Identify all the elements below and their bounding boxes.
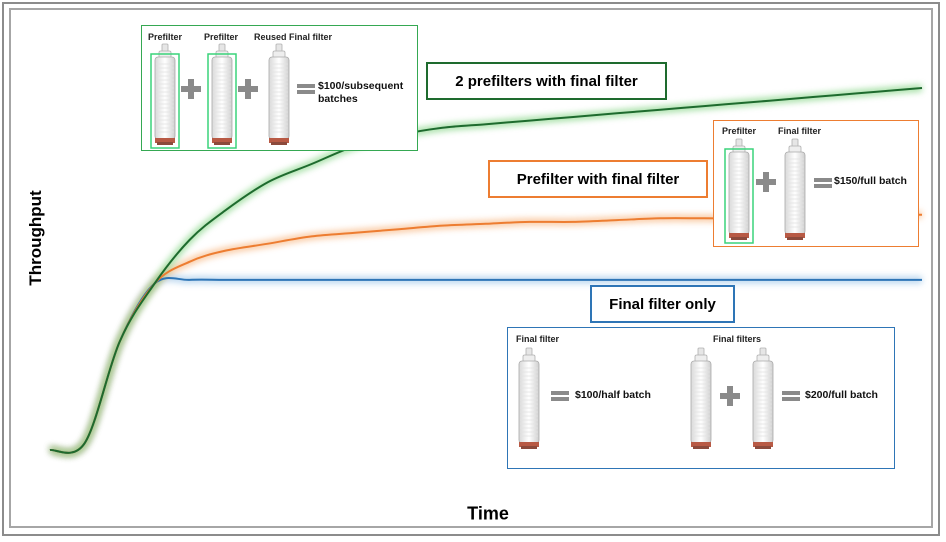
inset-orange-label-2: Final filter: [778, 126, 822, 136]
inset-blue-price-single: $100/half batch: [575, 389, 651, 401]
inset-blue-price-double: $200/full batch: [805, 389, 878, 401]
plus-icon: [719, 385, 741, 412]
filter-cartridge-icon: [780, 137, 810, 250]
equals-icon: [551, 389, 569, 407]
inset-orange-label-1: Prefilter: [722, 126, 757, 136]
equals-icon: [297, 82, 315, 100]
inset-green: Prefilter Prefilter Reused Final filter …: [141, 25, 418, 151]
inset-orange: Prefilter Final filter $150/full batch: [713, 120, 919, 247]
inset-blue: Final filter $100/half batch Final filte…: [507, 327, 895, 469]
filter-cartridge-icon: [264, 42, 294, 155]
inset-green-label-2: Prefilter: [204, 32, 239, 42]
filter-cartridge-icon: [207, 42, 237, 155]
outer-frame: [2, 2, 940, 536]
inner-frame: [9, 8, 933, 528]
inset-green-label-1: Prefilter: [148, 32, 183, 42]
filter-cartridge-icon: [514, 346, 544, 459]
callout-green: 2 prefilters with final filter: [426, 62, 667, 100]
callout-orange: Prefilter with final filter: [488, 160, 708, 198]
plus-icon: [237, 78, 259, 105]
inset-orange-price: $150/full batch: [834, 175, 907, 187]
inset-blue-label-double: Final filters: [713, 334, 762, 344]
equals-icon: [814, 176, 832, 194]
inset-green-price: $100/subsequent batches: [318, 80, 404, 105]
series-line-2-prefilters-with-final-filter: [49, 87, 923, 454]
x-axis-label: Time: [467, 503, 509, 524]
callout-green-text: 2 prefilters with final filter: [455, 72, 638, 90]
filter-cartridge-icon: [748, 346, 778, 459]
plus-icon: [755, 171, 777, 198]
callout-blue-text: Final filter only: [609, 295, 716, 313]
inset-green-label-3: Reused Final filter: [254, 32, 333, 42]
filter-cartridge-icon: [686, 346, 716, 459]
plus-icon: [180, 78, 202, 105]
filter-cartridge-icon: [150, 42, 180, 155]
inset-blue-label-single: Final filter: [516, 334, 560, 344]
filter-cartridge-icon: [724, 137, 754, 250]
y-axis-label: Throughput: [26, 190, 45, 286]
equals-icon: [782, 389, 800, 407]
callout-blue: Final filter only: [590, 285, 735, 323]
callout-orange-text: Prefilter with final filter: [516, 170, 680, 188]
